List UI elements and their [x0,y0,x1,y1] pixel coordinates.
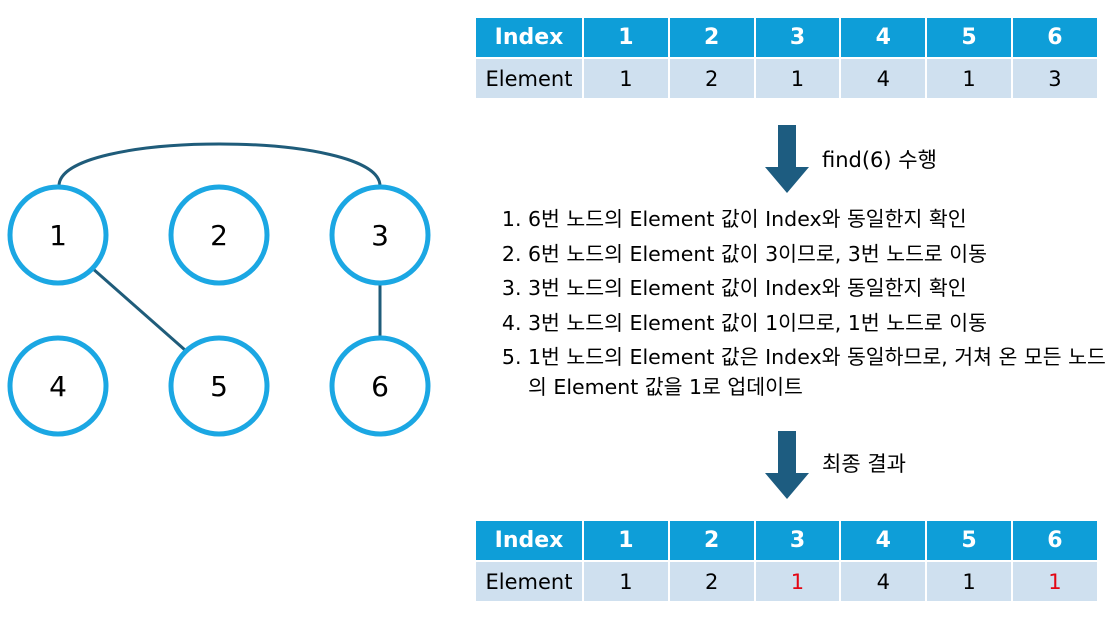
steps-list: 6번 노드의 Element 값이 Index와 동일한지 확인 6번 노드의 … [488,202,1106,402]
index-cell: 6 [1010,16,1099,59]
node-1: 1 [7,184,109,286]
node-6: 6 [329,335,431,437]
element-cell: 1 [925,560,1013,603]
node-4: 4 [7,335,109,437]
index-cell: 5 [925,519,1013,562]
final-result-label: 최종 결과 [822,452,906,476]
element-cell-updated: 1 [1010,560,1099,603]
node-6-label: 6 [371,370,389,403]
parent-table-initial: Index 1 2 3 4 5 6 Element 1 2 1 4 1 3 [474,16,1099,100]
step-item: 3번 노드의 Element 값이 Index와 동일한지 확인 [528,271,1106,306]
index-row: Index 1 2 3 4 5 6 [474,519,1099,562]
element-cell: 1 [753,57,842,100]
union-find-graph: 1 2 3 4 5 6 [7,142,431,437]
index-header: Index [474,519,584,562]
node-3-label: 3 [371,219,389,252]
index-cell: 4 [839,519,928,562]
down-arrow-icon [765,125,809,193]
element-cell: 1 [582,57,670,100]
element-row: Element 1 2 1 4 1 1 [474,560,1099,603]
step-item: 1번 노드의 Element 값은 Index와 동일하므로, 거쳐 온 모든 … [528,342,1106,402]
step-item: 6번 노드의 Element 값이 3이므로, 3번 노드로 이동 [528,237,1106,272]
index-cell: 4 [839,16,928,59]
index-cell: 1 [582,519,670,562]
element-cell: 4 [839,560,928,603]
find-operation-label: find(6) 수행 [822,148,937,172]
index-cell: 2 [667,519,756,562]
element-cell: 2 [667,57,756,100]
index-cell: 1 [582,16,670,59]
element-cell: 3 [1010,57,1099,100]
index-header: Index [474,16,584,59]
node-3: 3 [329,184,431,286]
edge-1-3 [57,142,382,187]
index-cell: 3 [753,519,842,562]
index-cell: 3 [753,16,842,59]
index-cell: 5 [925,16,1013,59]
step-item: 3번 노드의 Element 값이 1이므로, 1번 노드로 이동 [528,306,1106,341]
element-cell: 4 [839,57,928,100]
parent-table-final: Index 1 2 3 4 5 6 Element 1 2 1 4 1 1 [474,519,1099,603]
node-2: 2 [168,184,270,286]
element-header: Element [474,560,584,603]
edge-1-5 [91,266,186,352]
element-cell-updated: 1 [753,560,842,603]
element-cell: 2 [667,560,756,603]
node-1-label: 1 [49,219,67,252]
element-cell: 1 [925,57,1013,100]
element-row: Element 1 2 1 4 1 3 [474,57,1099,100]
node-4-label: 4 [49,370,67,403]
index-cell: 2 [667,16,756,59]
index-cell: 6 [1010,519,1099,562]
step-item: 6번 노드의 Element 값이 Index와 동일한지 확인 [528,202,1106,237]
down-arrow-icon [765,431,809,499]
index-row: Index 1 2 3 4 5 6 [474,16,1099,59]
element-cell: 1 [582,560,670,603]
node-5: 5 [168,335,270,437]
element-header: Element [474,57,584,100]
node-5-label: 5 [210,370,228,403]
node-2-label: 2 [210,219,228,252]
